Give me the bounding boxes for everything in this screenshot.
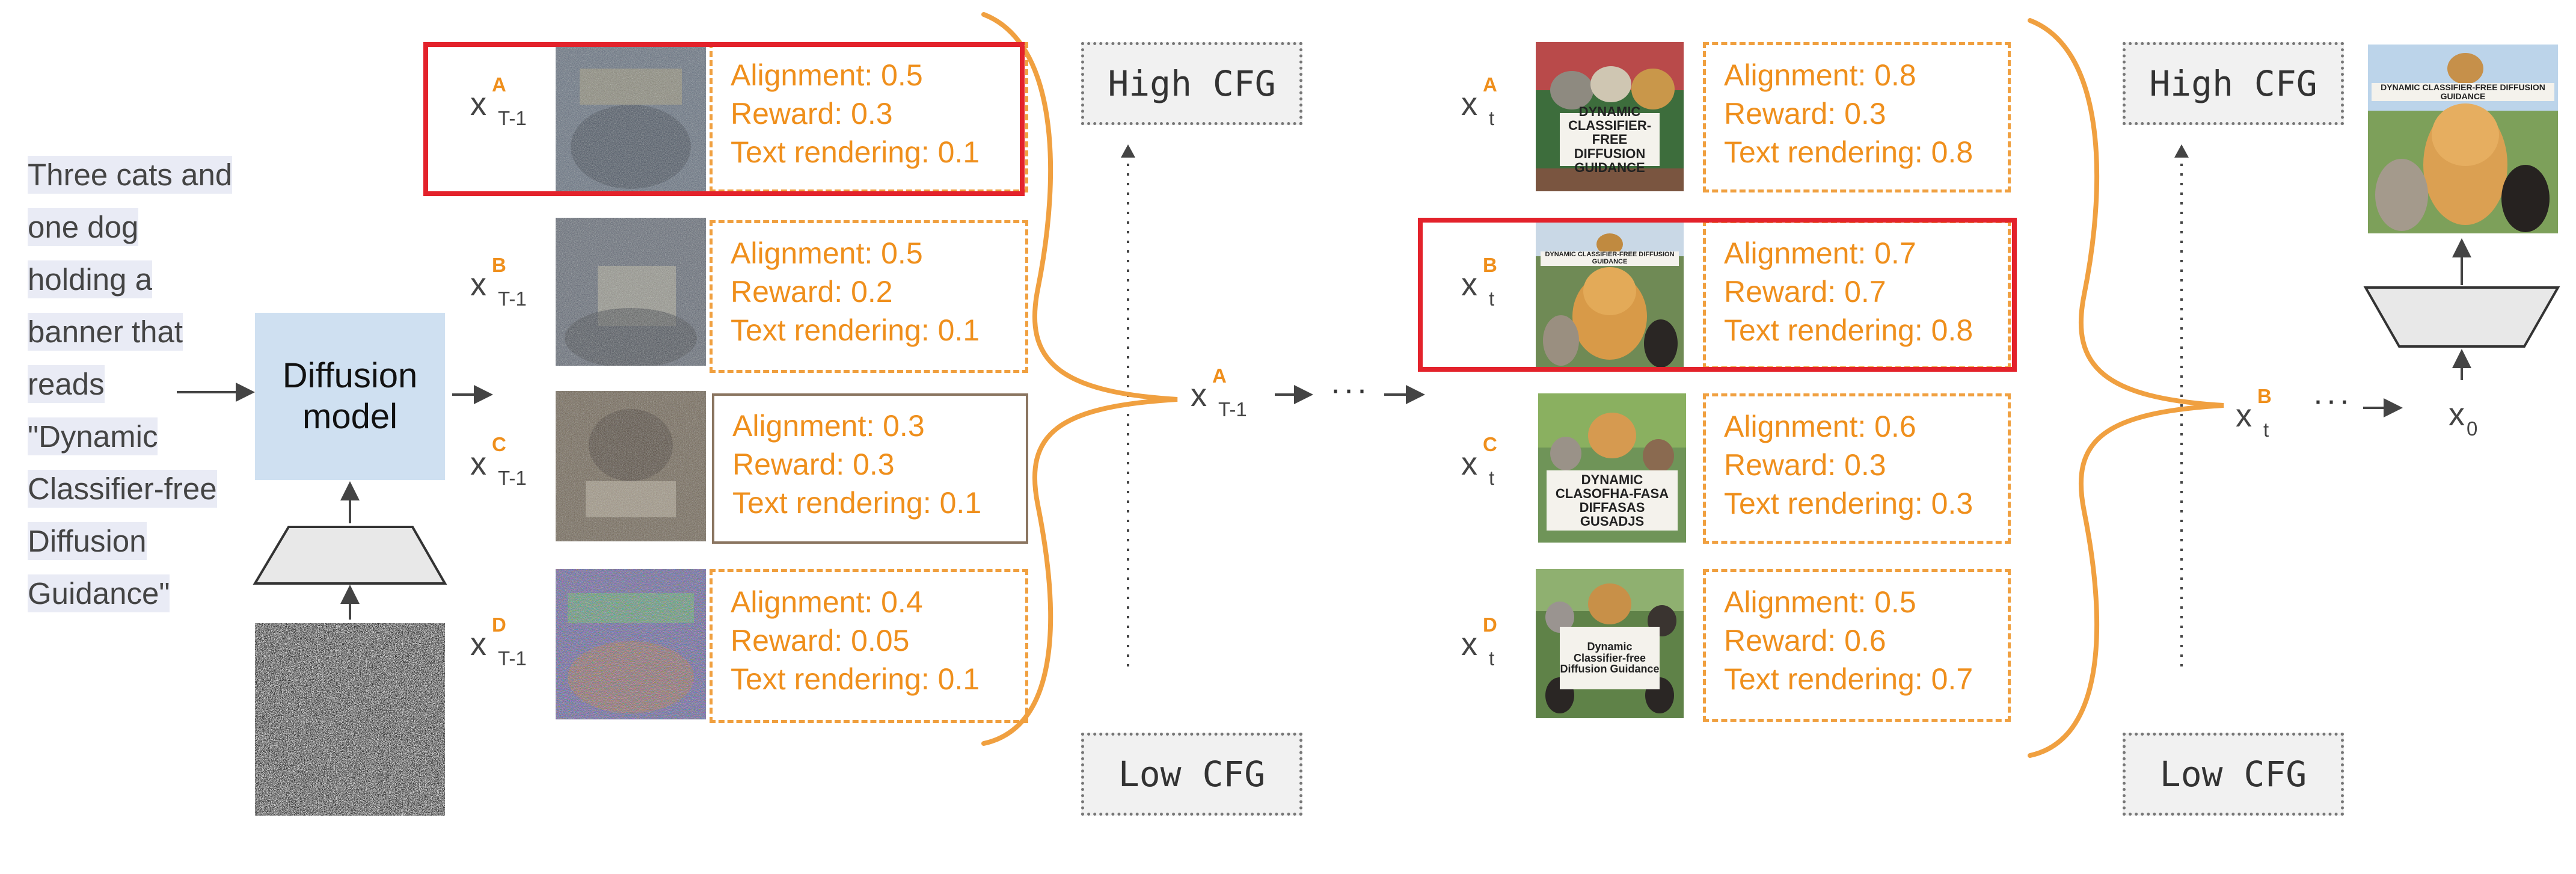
banner-text: DYNAMIC CLASSIFIER-FREE DIFFUSION GUIDAN… xyxy=(1560,105,1660,174)
high-cfg-label: High CFG xyxy=(2123,42,2344,125)
banner-text: DYNAMIC CLASOFHA-FASA DIFFASAS GUSADJS xyxy=(1547,470,1678,531)
diffusion-model-box: Diffusion model xyxy=(255,313,445,480)
candidate-image xyxy=(556,45,706,192)
prompt-line: Classifier-free xyxy=(28,470,217,508)
score-box: Alignment: 0.5 Reward: 0.3 Text renderin… xyxy=(710,42,1028,192)
candidate-image xyxy=(556,569,706,719)
ellipsis: ··· xyxy=(2313,382,2352,418)
encoder-trapezoid xyxy=(253,526,447,585)
score-box: Alignment: 0.5 Reward: 0.6 Text renderin… xyxy=(1703,569,2011,722)
model-label-line2: model xyxy=(302,397,397,436)
ellipsis: ··· xyxy=(1330,371,1370,407)
prompt-line: reads xyxy=(28,365,105,403)
banner-text: Dynamic Classifier-free Diffusion Guidan… xyxy=(1560,627,1660,689)
candidate-image: DYNAMIC CLASOFHA-FASA DIFFASAS GUSADJS xyxy=(1538,393,1686,543)
input-noise-image xyxy=(255,623,445,816)
prompt-line: banner that xyxy=(28,313,183,351)
selected-candidate-highlight xyxy=(1418,218,2017,372)
prompt-line: Guidance" xyxy=(28,574,170,612)
candidate-image: DYNAMIC CLASSIFIER-FREE DIFFUSION GUIDAN… xyxy=(1536,42,1684,191)
candidate-image xyxy=(556,218,706,366)
prompt-line: Three cats and xyxy=(28,156,233,194)
model-label-line1: Diffusion xyxy=(282,356,418,395)
low-cfg-label: Low CFG xyxy=(2123,733,2344,816)
candidate-image: DYNAMIC CLASSIFIER-FREE DIFFUSION GUIDAN… xyxy=(1536,220,1684,369)
prompt-line: one dog xyxy=(28,208,139,246)
score-box: Alignment: 0.4 Reward: 0.05 Text renderi… xyxy=(710,569,1028,723)
banner-text: DYNAMIC CLASSIFIER-FREE DIFFUSION GUIDAN… xyxy=(2372,83,2554,101)
prompt-text: Three cats and one dog holding a banner … xyxy=(28,156,244,627)
score-box: Alignment: 0.6 Reward: 0.3 Text renderin… xyxy=(1703,393,2011,544)
high-cfg-label: High CFG xyxy=(1081,42,1302,125)
score-box: Alignment: 0.5 Reward: 0.2 Text renderin… xyxy=(710,220,1028,373)
score-box: Alignment: 0.8 Reward: 0.3 Text renderin… xyxy=(1703,42,2011,192)
prompt-line: holding a xyxy=(28,260,153,298)
selected-candidate-highlight xyxy=(423,42,1025,196)
candidate-image: Dynamic Classifier-free Diffusion Guidan… xyxy=(1536,569,1684,718)
candidate-image xyxy=(556,391,706,541)
score-box: Alignment: 0.3 Reward: 0.3 Text renderin… xyxy=(712,393,1028,544)
decoder-trapezoid xyxy=(2363,286,2560,348)
selection-brace-2 xyxy=(2028,18,2224,758)
final-output-image: DYNAMIC CLASSIFIER-FREE DIFFUSION GUIDAN… xyxy=(2368,45,2558,233)
banner-text: DYNAMIC CLASSIFIER-FREE DIFFUSION GUIDAN… xyxy=(1541,251,1679,266)
prompt-line: Diffusion xyxy=(28,522,147,560)
prompt-line: "Dynamic xyxy=(28,417,158,455)
low-cfg-label: Low CFG xyxy=(1081,733,1302,816)
selection-brace-1 xyxy=(981,12,1178,746)
